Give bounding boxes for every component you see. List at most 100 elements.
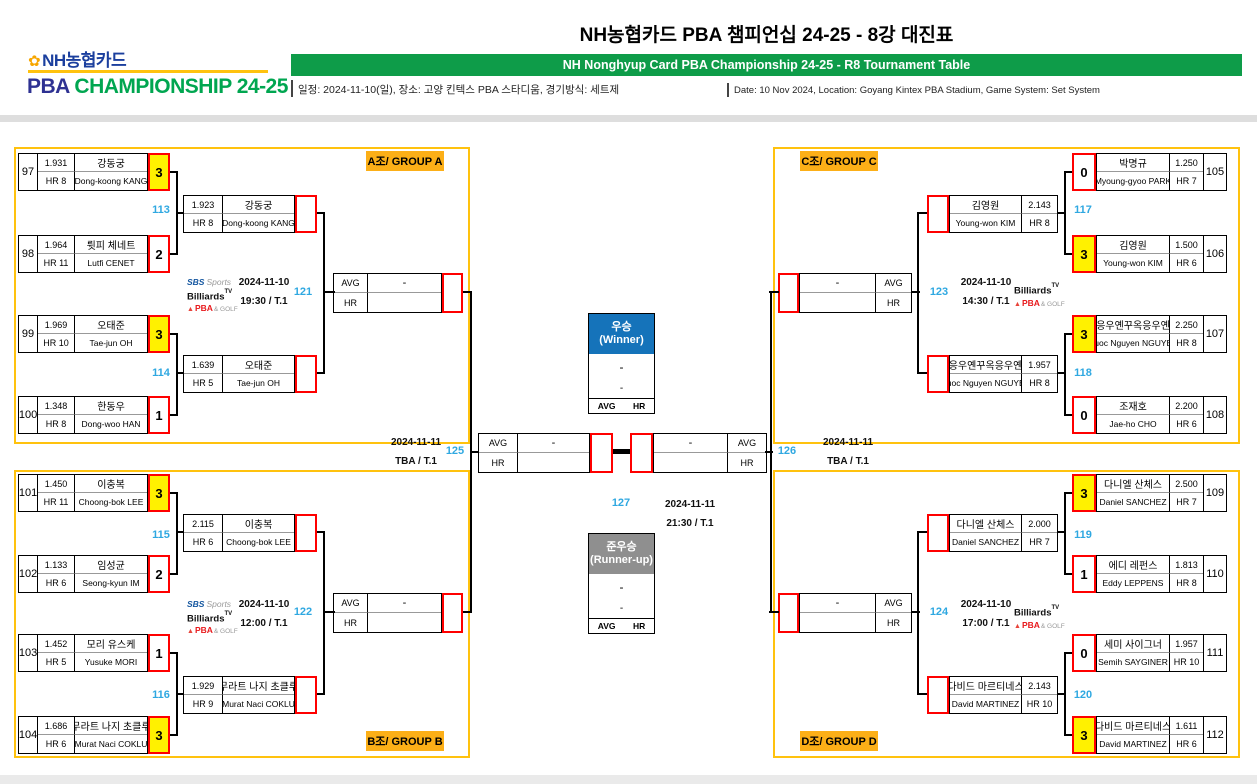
match-number: 127	[611, 497, 631, 509]
player-name-en: Murat Naci COKLU	[75, 739, 147, 749]
match-number: 123	[929, 286, 949, 298]
event-info-en: Date: 10 Nov 2024, Location: Goyang Kint…	[734, 85, 1100, 96]
golf-text: & GOLF	[213, 306, 238, 314]
player-avg: 2.115	[184, 515, 223, 533]
hr-label: HR	[632, 401, 646, 411]
group-a-label: A조/ GROUP A	[366, 151, 444, 171]
player-name-kr: 세미 사이그너	[1097, 635, 1169, 653]
player-name-kr: 다니엘 산체스	[950, 515, 1021, 533]
tv-text: TV	[224, 611, 233, 617]
bracket-line	[176, 492, 178, 575]
bracket-line	[176, 372, 184, 374]
player-name-kr: 응우옌꾸옥응우옌	[1097, 316, 1169, 334]
match-score: 3	[148, 474, 170, 512]
bracket-line	[912, 611, 920, 613]
pba-golf-icon: ▲	[1014, 301, 1021, 309]
match-time: 12:00 / T.1	[240, 618, 288, 629]
match-time: 17:00 / T.1	[962, 618, 1010, 629]
player-hr: HR 8	[38, 172, 75, 190]
player-name-kr: 다비드 마르티네스	[950, 677, 1021, 695]
player-avg: 1.500	[1169, 236, 1203, 254]
player-avg: 1.348	[38, 397, 75, 415]
score-cell	[927, 514, 949, 552]
page-title: NH농협카드 PBA 챔피언십 24-25 - 8강 대진표	[579, 25, 954, 46]
winner-avg-value: -	[368, 274, 441, 293]
player-hr: HR 10	[1021, 695, 1057, 713]
match-number: 126	[777, 445, 797, 457]
match-score: 2	[148, 555, 170, 593]
player-name-kr: 모리 유스케	[75, 635, 147, 653]
bracket-line	[1064, 414, 1072, 416]
bracket-line	[170, 492, 178, 494]
match-score: 0	[1072, 634, 1096, 672]
match-seed: 103	[19, 635, 38, 671]
match-number: 114	[152, 367, 170, 379]
golf-text: & GOLF	[1040, 623, 1065, 631]
player-hr: HR 6	[38, 574, 75, 592]
player-name-en: Young-won KIM	[955, 218, 1016, 228]
match-score: 3	[1072, 474, 1096, 512]
pba-golf-icon: ▲	[187, 628, 194, 636]
header-divider-band	[0, 115, 1257, 122]
winner-hr-value	[800, 613, 875, 632]
match-number: 125	[445, 445, 465, 457]
runner-up-name: -	[619, 579, 624, 594]
bracket-line	[1064, 652, 1072, 654]
bracket-line	[170, 652, 178, 654]
bracket-line	[170, 333, 178, 335]
billiards-tv-logo: BilliardsTV ▲PBA& GOLF	[1014, 281, 1065, 310]
player-name-kr: 이충복	[223, 515, 294, 533]
player-name-kr: 이충복	[75, 475, 147, 493]
player-avg: 1.452	[38, 635, 75, 653]
pba-logo-text: PBA	[27, 75, 70, 98]
match-score: 0	[1072, 396, 1096, 434]
bracket-line	[470, 451, 478, 453]
score-cell	[927, 676, 949, 714]
player-name-kr: 오태준	[223, 356, 294, 374]
winner-avg-value: -	[800, 274, 875, 293]
score-cell	[927, 195, 949, 233]
match-seed: 109	[1203, 475, 1226, 511]
match-number: 113	[152, 204, 170, 216]
bracket-line	[176, 212, 184, 214]
player-name-en: Jae-ho CHO	[1109, 419, 1157, 429]
avg-label: AVG	[875, 594, 911, 613]
player-name-en: Dong-woo HAN	[81, 419, 141, 429]
billiards-text: Billiards	[1014, 285, 1052, 297]
bracket-line	[917, 372, 927, 374]
bracket-line	[1058, 693, 1066, 695]
match-score: 3	[148, 716, 170, 754]
final-connector	[613, 449, 630, 454]
golf-text: & GOLF	[1040, 301, 1065, 309]
hr-label: HR	[334, 613, 368, 632]
player-hr: HR 9	[184, 695, 223, 713]
player-hr: HR 7	[1021, 533, 1057, 551]
runner-up-stat: -	[619, 603, 624, 614]
player-name-en: Daniel SANCHEZ	[1099, 497, 1167, 507]
player-avg: 2.500	[1169, 475, 1203, 493]
bracket-line	[170, 734, 178, 736]
player-hr: HR 6	[1169, 735, 1203, 753]
match-date: 2024-11-10	[960, 599, 1012, 610]
bracket-line	[176, 531, 184, 533]
match-number: 117	[1074, 204, 1092, 216]
bracket-line	[1064, 734, 1072, 736]
bracket-line	[463, 291, 472, 293]
player-name-kr: 한동우	[75, 397, 147, 415]
player-hr: HR 6	[1169, 415, 1203, 433]
bracket-line	[1058, 212, 1066, 214]
group-d-label: D조/ GROUP D	[800, 731, 878, 751]
player-name-en: Quoc Nguyen NGUYEN	[950, 378, 1021, 388]
match-seed: 99	[19, 316, 38, 352]
match-number: 116	[152, 689, 170, 701]
runner-up-title-kr: 준우승	[606, 541, 637, 553]
match-date: 2024-11-10	[960, 277, 1012, 288]
bracket-line	[917, 212, 927, 214]
group-c-label: C조/ GROUP C	[800, 151, 878, 171]
player-avg: 1.929	[184, 677, 223, 695]
match-date: 2024-11-11	[664, 499, 716, 510]
